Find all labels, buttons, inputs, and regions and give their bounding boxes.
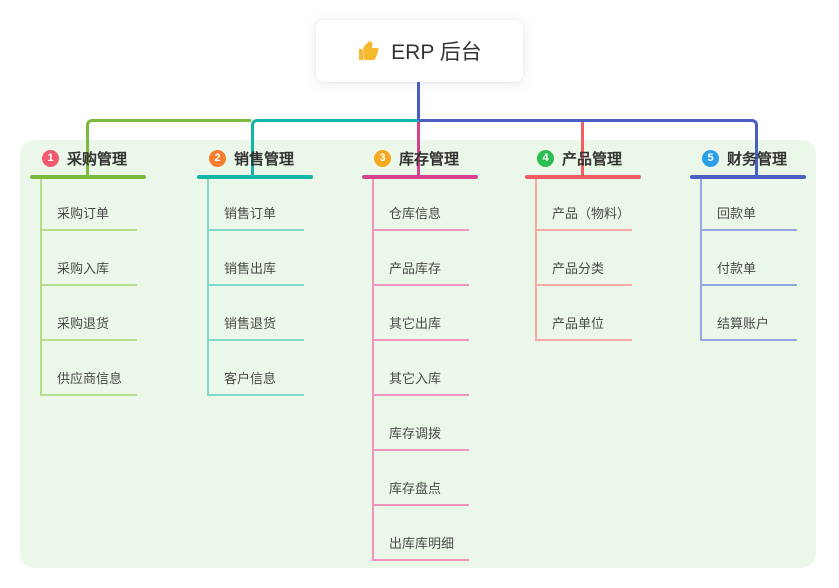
branch-trunk-line	[535, 179, 537, 341]
branch-node[interactable]: 4 产品管理	[537, 148, 622, 169]
child-node[interactable]: 供应商信息	[40, 369, 137, 396]
branch-underline	[197, 175, 313, 179]
connector-branch-inventory	[417, 122, 420, 175]
child-node[interactable]: 采购订单	[40, 204, 137, 231]
child-node[interactable]: 销售出库	[207, 259, 304, 286]
child-node[interactable]: 仓库信息	[372, 204, 469, 231]
child-node[interactable]: 产品分类	[535, 259, 632, 286]
badge-3: 3	[374, 150, 391, 167]
child-node[interactable]: 其它出库	[372, 314, 469, 341]
child-node[interactable]: 采购入库	[40, 259, 137, 286]
branch-trunk-line	[372, 179, 374, 561]
child-node[interactable]: 付款单	[700, 259, 797, 286]
child-node[interactable]: 销售订单	[207, 204, 304, 231]
child-node[interactable]: 库存调拨	[372, 424, 469, 451]
branch-label: 库存管理	[399, 151, 460, 168]
child-node[interactable]: 产品库存	[372, 259, 469, 286]
child-node[interactable]: 客户信息	[207, 369, 304, 396]
root-stem-connector	[417, 82, 420, 120]
child-node[interactable]: 库存盘点	[372, 479, 469, 506]
connector-branch-purchase	[86, 119, 251, 176]
branch-underline	[30, 175, 146, 179]
child-node[interactable]: 结算账户	[700, 314, 797, 341]
mindmap-canvas-panel	[20, 140, 816, 568]
child-node[interactable]: 出库库明细	[372, 534, 469, 561]
branch-node[interactable]: 1 采购管理	[42, 148, 127, 169]
child-node[interactable]: 回款单	[700, 204, 797, 231]
connector-branch-finance	[419, 119, 758, 176]
branch-trunk-line	[40, 179, 42, 396]
child-node[interactable]: 其它入库	[372, 369, 469, 396]
connector-branch-sales	[251, 119, 419, 176]
branch-label: 采购管理	[67, 151, 128, 168]
thumbs-up-icon	[359, 41, 380, 60]
branch-underline	[525, 175, 641, 179]
root-node[interactable]: ERP 后台	[316, 20, 523, 82]
child-node[interactable]: 销售退货	[207, 314, 304, 341]
branch-node[interactable]: 5 财务管理	[702, 148, 787, 169]
branch-trunk-line	[700, 179, 702, 341]
badge-4: 4	[537, 150, 554, 167]
branch-label: 产品管理	[562, 151, 623, 168]
badge-2: 2	[209, 150, 226, 167]
branch-underline	[362, 175, 478, 179]
branch-underline	[690, 175, 806, 179]
badge-5: 5	[702, 150, 719, 167]
child-node[interactable]: 产品（物料）	[535, 204, 632, 231]
branch-trunk-line	[207, 179, 209, 396]
child-node[interactable]: 采购退货	[40, 314, 137, 341]
connector-branch-product	[581, 122, 584, 175]
branch-label: 财务管理	[727, 151, 788, 168]
badge-1: 1	[42, 150, 59, 167]
branch-label: 销售管理	[234, 151, 295, 168]
branch-node[interactable]: 3 库存管理	[374, 148, 459, 169]
child-node[interactable]: 产品单位	[535, 314, 632, 341]
root-label: ERP 后台	[391, 41, 482, 64]
branch-node[interactable]: 2 销售管理	[209, 148, 294, 169]
